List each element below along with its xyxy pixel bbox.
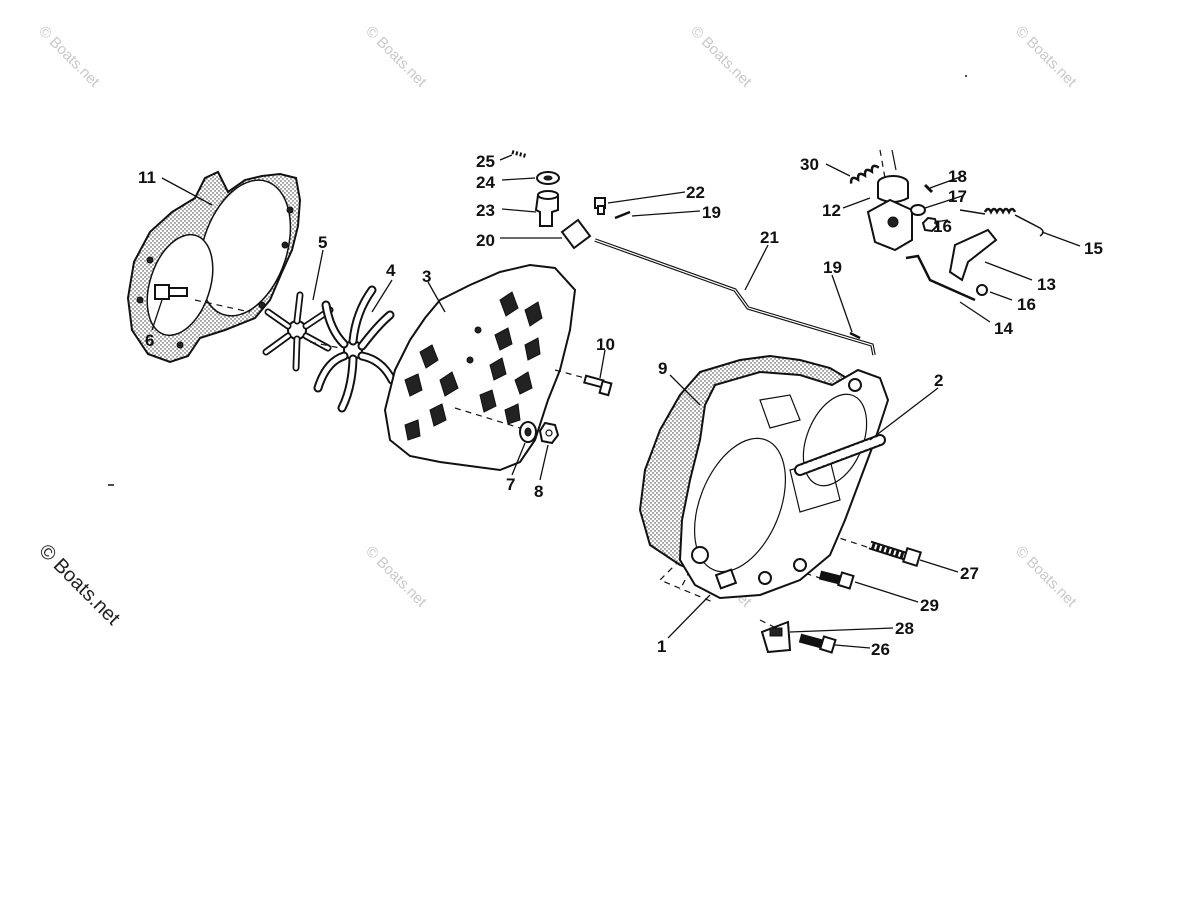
part-1-cover xyxy=(678,368,890,600)
part-18-pin xyxy=(923,183,934,194)
callout-10: 10 xyxy=(596,335,615,354)
part-16-nut-upper xyxy=(921,216,939,233)
part-22-screw xyxy=(594,197,606,215)
callout-16-upper: 16 xyxy=(933,217,952,236)
callout-9: 9 xyxy=(658,359,667,378)
part-24-washer xyxy=(536,171,560,185)
callout-5: 5 xyxy=(318,233,327,252)
watermark: © Boats.net xyxy=(687,23,755,91)
stray-marks xyxy=(108,75,967,486)
part-17-washer xyxy=(910,204,926,216)
part-13-link xyxy=(948,228,998,282)
part-27-bolt xyxy=(868,540,922,567)
part-12-lever xyxy=(866,175,913,252)
callout-2: 2 xyxy=(934,371,943,390)
callout-24: 24 xyxy=(476,173,495,192)
part-10-bolt xyxy=(583,374,613,397)
callout-8: 8 xyxy=(534,482,543,501)
part-19-pin-upper xyxy=(614,210,631,220)
callout-20: 20 xyxy=(476,231,495,250)
part-6-screw xyxy=(154,284,188,300)
part-5-impeller xyxy=(262,291,334,372)
callout-6: 6 xyxy=(145,331,154,350)
part-14-wire xyxy=(905,254,976,302)
leader-lines xyxy=(151,154,1081,649)
callout-12: 12 xyxy=(822,201,841,220)
part-26-bolt xyxy=(798,633,837,654)
watermark: © Boats.net xyxy=(362,23,430,91)
callout-1: 1 xyxy=(657,637,666,656)
part-4-impeller xyxy=(313,285,397,413)
callout-21: 21 xyxy=(760,228,779,247)
callout-14: 14 xyxy=(994,319,1013,338)
part-15-spring xyxy=(959,207,1044,237)
part-20-sleeve xyxy=(560,218,592,250)
part-2-stud xyxy=(794,434,886,476)
callout-18: 18 xyxy=(948,167,967,186)
part-28-clip xyxy=(760,620,792,654)
part-16-nut-lower xyxy=(976,284,988,296)
callout-22: 22 xyxy=(686,183,705,202)
part-11-gasket xyxy=(126,170,302,364)
callout-3: 3 xyxy=(422,267,431,286)
part-19-pin-lower xyxy=(849,331,861,340)
part-3-plate xyxy=(383,263,577,472)
callout-4: 4 xyxy=(386,261,396,280)
callout-19-lower: 19 xyxy=(823,258,842,277)
watermark: © Boats.net xyxy=(362,543,430,611)
callout-labels: 1 2 3 4 5 6 7 8 9 10 11 12 13 14 15 16 1… xyxy=(138,152,1103,659)
callout-7: 7 xyxy=(506,475,515,494)
callout-25: 25 xyxy=(476,152,495,171)
callout-13: 13 xyxy=(1037,275,1056,294)
callout-23: 23 xyxy=(476,201,495,220)
part-21-rod xyxy=(594,238,876,356)
callout-16-lower: 16 xyxy=(1017,295,1036,314)
part-23-bushing xyxy=(534,190,559,227)
callout-19-upper: 19 xyxy=(702,203,721,222)
part-25-pin xyxy=(511,150,527,158)
callout-11: 11 xyxy=(138,168,156,187)
callout-27: 27 xyxy=(960,564,979,583)
part-30-spring xyxy=(849,149,897,184)
callout-17: 17 xyxy=(948,187,967,206)
callout-26: 26 xyxy=(871,640,890,659)
part-7-washer xyxy=(519,421,537,443)
callout-15: 15 xyxy=(1084,239,1103,258)
callout-30: 30 xyxy=(800,155,819,174)
watermark: © Boats.net xyxy=(1012,543,1080,611)
watermark: © Boats.net xyxy=(35,23,103,91)
callout-29: 29 xyxy=(920,596,939,615)
callout-28: 28 xyxy=(895,619,914,638)
watermark-corner: © Boats.net xyxy=(34,540,124,630)
watermark: © Boats.net xyxy=(1012,23,1080,91)
part-29-bolt xyxy=(818,570,855,590)
part-8-nut xyxy=(538,421,560,445)
